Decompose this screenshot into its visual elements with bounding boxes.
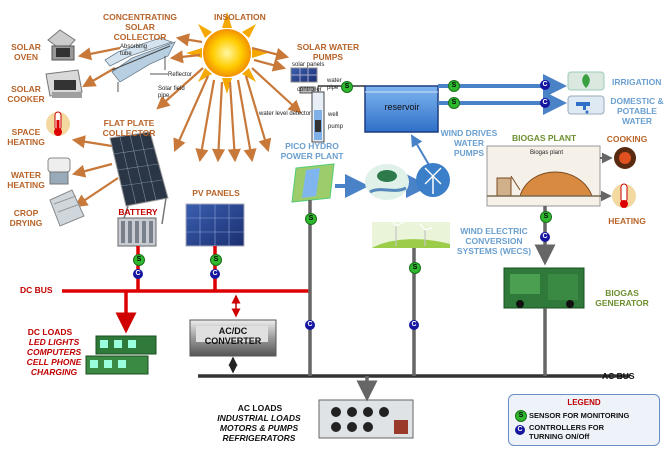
solar-cooker-image <box>45 69 83 98</box>
sensor-badge: S <box>341 81 353 93</box>
controller-label: controller <box>297 87 322 93</box>
flat-plate-collector-image <box>109 131 169 225</box>
biogas-generator-image <box>503 267 585 309</box>
sensor-badge: S <box>133 254 145 266</box>
ac-dc-converter-label: AC/DC CONVERTER <box>204 326 262 346</box>
absorbing-tube-label: Absorbing tube <box>120 44 148 57</box>
controller-badge: C <box>540 98 550 108</box>
crop-dryer-image <box>49 189 85 227</box>
reflector-label: Reflector <box>168 72 193 78</box>
river-landscape-image <box>365 164 409 200</box>
pico-hydro-image <box>291 163 335 203</box>
heating-label: HEATING <box>608 216 646 226</box>
solar-cooker-label: SOLAR COOKER <box>7 84 45 104</box>
biogas-plant-label: BIOGAS PLANT <box>512 133 577 143</box>
irrigation-label: IRRIGATION <box>612 77 662 87</box>
solar-oven-label: SOLAR OVEN <box>11 42 41 62</box>
faucet-icon <box>567 95 605 115</box>
wind-drives-label: WIND DRIVES WATER PUMPS <box>440 128 498 158</box>
wecs-label: WIND ELECTRIC CONVERSION SYSTEMS (WECS) <box>456 226 532 256</box>
controller-badge: C <box>210 269 220 279</box>
legend-controller-text: CONTROLLERS FOR TURNING ON/Off <box>529 423 604 441</box>
controller-badge: C <box>409 320 419 330</box>
heating-thermometer-icon <box>612 183 636 208</box>
insolation-arrows <box>71 33 302 208</box>
reservoir-tank <box>364 85 439 133</box>
water-pipe-label: water pipe <box>327 78 342 91</box>
pump-label: pump <box>328 124 344 130</box>
ac-dc-converter-box <box>189 319 277 357</box>
dc-loads-label: DC LOADS <box>27 327 73 337</box>
battery-label: BATTERY <box>118 207 158 217</box>
sensor-badge: S <box>210 254 222 266</box>
water-heater-image <box>47 157 71 185</box>
ac-load-items: INDUSTRIAL LOADS MOTORS & PUMPS REFRIGER… <box>217 413 301 443</box>
thermometer-icon <box>46 111 70 136</box>
ac-loads-label: AC LOADS <box>237 403 283 413</box>
solar-panels-label: solar panels <box>292 62 325 68</box>
cooking-icon <box>614 147 636 169</box>
concentrating-collector-image <box>104 37 176 92</box>
pv-panels-image <box>185 203 245 247</box>
sun-icon <box>186 12 268 94</box>
battery-image <box>117 217 157 247</box>
pv-panels-label: PV PANELS <box>192 188 240 198</box>
water-level-detector-label: water level detector <box>259 111 312 117</box>
reservoir-label: reservoir <box>384 102 420 112</box>
well-label: well <box>328 112 339 118</box>
solar-pump-system <box>290 67 365 143</box>
sensor-badge: S <box>448 80 460 92</box>
controller-badge: C <box>305 320 315 330</box>
biogas-plant-small-label: Biogas plant <box>530 150 564 156</box>
controller-badge: C <box>133 269 143 279</box>
sensor-badge: S <box>540 211 552 223</box>
legend-controller-icon: C <box>515 425 525 435</box>
solar-water-pumps-label: SOLAR WATER PUMPS <box>296 42 360 62</box>
legend-sensor-text: SENSOR FOR MONITORING <box>529 411 630 420</box>
cooking-label: COOKING <box>606 134 648 144</box>
legend-box: LEGEND S SENSOR FOR MONITORING C CONTROL… <box>508 394 660 446</box>
irrigation-icon <box>567 71 605 91</box>
crop-drying-label: CROP DRYING <box>9 208 43 228</box>
sensor-badge: S <box>305 213 317 225</box>
solar-field-pipe-label: Solar field pipe <box>158 86 185 99</box>
wind-farm-image <box>372 217 450 248</box>
water-heating-label: WATER HEATING <box>7 170 45 190</box>
biogas-generator-label: BIOGAS GENERATOR <box>595 288 649 308</box>
dc-load-items: LED LIGHTS COMPUTERS CELL PHONE CHARGING <box>26 337 82 377</box>
insolation-label: INSOLATION <box>214 12 266 22</box>
dc-loads-image <box>85 335 157 375</box>
controller-badge: C <box>540 80 550 90</box>
legend-sensor-icon: S <box>515 410 527 422</box>
pico-hydro-label: PICO HYDRO POWER PLANT <box>280 141 344 161</box>
concentrating-collector-label: CONCENTRATING SOLAR COLLECTOR <box>103 12 177 42</box>
ac-loads-image <box>318 399 414 439</box>
space-heating-label: SPACE HEATING <box>7 127 45 147</box>
ac-bus-label: AC BUS <box>602 371 635 381</box>
controller-badge: C <box>540 232 550 242</box>
sensor-badge: S <box>409 262 421 274</box>
wind-pump-icon <box>416 163 450 197</box>
domestic-water-label: DOMESTIC & POTABLE WATER <box>610 96 664 126</box>
solar-oven-image <box>47 29 76 61</box>
biogas-plant-image <box>486 145 601 207</box>
dc-bus-label: DC BUS <box>20 285 53 295</box>
legend-title: LEGEND <box>567 398 601 407</box>
flat-plate-collector-label: FLAT PLATE COLLECTOR <box>102 118 156 138</box>
sensor-badge: S <box>448 97 460 109</box>
